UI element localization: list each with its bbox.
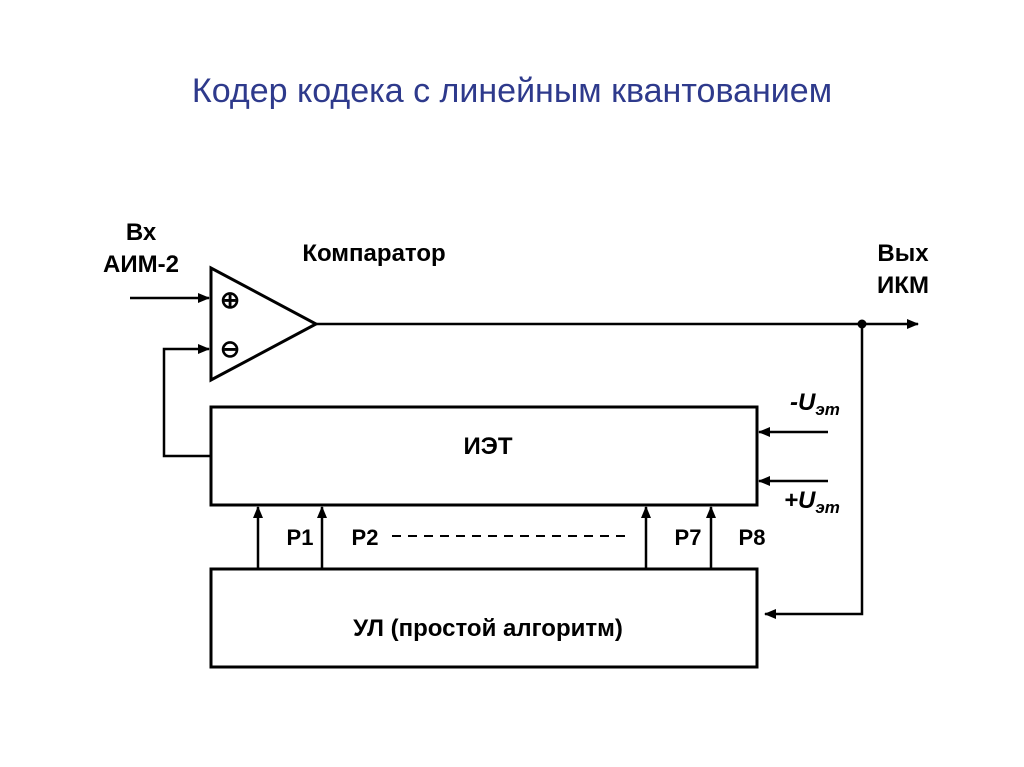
iet-to-comparator-arrow	[162, 344, 211, 458]
iet-label: ИЭТ	[464, 433, 513, 460]
input-label-line1: Вх	[126, 219, 157, 246]
p2-label: P2	[352, 525, 379, 550]
page-title: Кодер кодека с линейным квантованием	[191, 72, 833, 110]
ul-block	[209, 567, 759, 669]
p1-label: P1	[287, 525, 314, 550]
p8-label: P8	[739, 525, 766, 550]
feedback-to-ul-arrow	[764, 324, 864, 619]
u-plus-label: +Uэт	[784, 487, 840, 517]
minus-input-symbol: ⊖	[220, 336, 240, 363]
iet-block	[209, 405, 759, 507]
input-label-line2: АИМ-2	[103, 251, 179, 278]
ul-label: УЛ (простой алгоритм)	[353, 615, 623, 642]
output-label-line1: Вых	[877, 240, 929, 267]
comparator-triangle	[209, 265, 320, 383]
comparator-label: Компаратор	[302, 240, 445, 267]
plus-input-symbol: ⊕	[220, 287, 240, 314]
output-label-line2: ИКМ	[877, 272, 929, 299]
p7-label: P7	[675, 525, 702, 550]
u-minus-label: -Uэт	[790, 389, 840, 419]
